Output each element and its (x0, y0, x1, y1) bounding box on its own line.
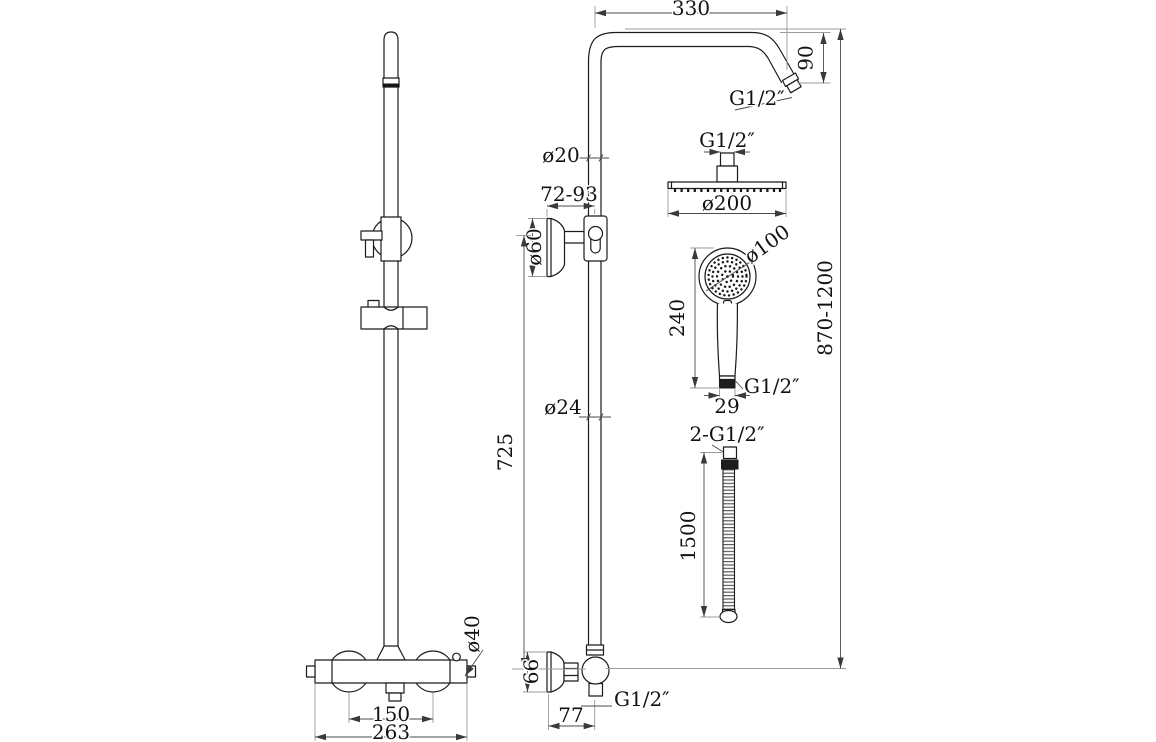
dim-inlet-centres: 150 (372, 702, 410, 726)
dim-hose-length: 1500 (676, 511, 700, 562)
side-view: 330 90 G1/2″ ø20 72-93 ø60 725 ø24 (492, 0, 846, 730)
hose-top-fitting (722, 446, 738, 460)
lower-escutcheon (546, 651, 565, 693)
dim-upper-escutcheon-diameter: ø60 (522, 228, 546, 266)
diverter-body (380, 216, 402, 262)
dim-lower-escutcheon-height: 66 (519, 659, 543, 684)
hand-shower-detail: 240 ø100 G1/2″ 29 (664, 218, 802, 420)
dim-valve-diameter: ø40 (460, 615, 484, 653)
dim-riser-length: 725 (493, 433, 517, 471)
dim-riser-upper-diameter: ø20 (542, 143, 580, 167)
head-connector (716, 165, 739, 183)
handset-nut (719, 379, 736, 389)
dim-handset-nut-width: 29 (714, 394, 739, 418)
left-inlet-tab (305, 665, 316, 678)
dim-overall-width: 263 (372, 720, 410, 742)
head-nozzles (673, 188, 782, 192)
valve-outlet-upper (385, 682, 405, 694)
dim-riser-lower-diameter: ø24 (544, 395, 582, 419)
diverter-lever-tip (364, 239, 375, 258)
dim-wall-to-riser: 77 (558, 703, 583, 727)
lower-outlet (588, 682, 604, 697)
label-hose-threads: 2-G1/2″ (689, 422, 764, 446)
riser-valve-connector (376, 645, 406, 661)
diverter-lever (360, 230, 383, 241)
slider-knob (587, 225, 604, 242)
dim-head-diameter: ø200 (702, 191, 752, 215)
hose-detail: 2-G1/2″ 1500 (675, 421, 766, 624)
valve-outlet-lower (388, 692, 402, 702)
lower-nut (563, 662, 579, 682)
handset-spray-dots (707, 256, 748, 297)
head-disc (667, 181, 787, 190)
arm-nut (781, 72, 800, 88)
valve-body (314, 659, 468, 684)
hose-bottom-fitting (719, 609, 738, 624)
label-handset-thread: G1/2″ (744, 374, 800, 398)
dim-overall-height-range: 870-1200 (813, 260, 837, 356)
head-thread-stub (719, 152, 735, 167)
handset-collar (718, 375, 736, 381)
ball-joint (581, 656, 610, 685)
hose-body (722, 468, 736, 613)
handset-holder (360, 306, 428, 330)
shower-arm-outer (587, 31, 796, 76)
dim-bracket-range: 72-93 (540, 182, 598, 206)
dim-handset-face-diameter: ø100 (740, 219, 795, 268)
handset-handle (716, 303, 739, 377)
shower-arm-inner (600, 45, 783, 84)
dim-arm-drop: 90 (794, 45, 818, 70)
label-arm-thread: G1/2″ (729, 86, 785, 110)
dim-arm-reach: 330 (672, 0, 710, 20)
front-view: 150 263 ø40 (305, 31, 486, 742)
upper-escutcheon (546, 217, 566, 278)
label-head-thread: G1/2″ (699, 128, 755, 152)
rail-joint-band-dark (383, 83, 399, 87)
valve-button (452, 652, 461, 662)
overhead-shower-detail: G1/2″ ø200 (667, 127, 787, 217)
dim-handset-length: 240 (665, 299, 689, 337)
hose-top-nut (721, 459, 739, 470)
handset-face (704, 253, 751, 300)
label-lower-outlet-thread: G1/2″ (614, 687, 670, 711)
riser-rail-top (383, 31, 399, 219)
